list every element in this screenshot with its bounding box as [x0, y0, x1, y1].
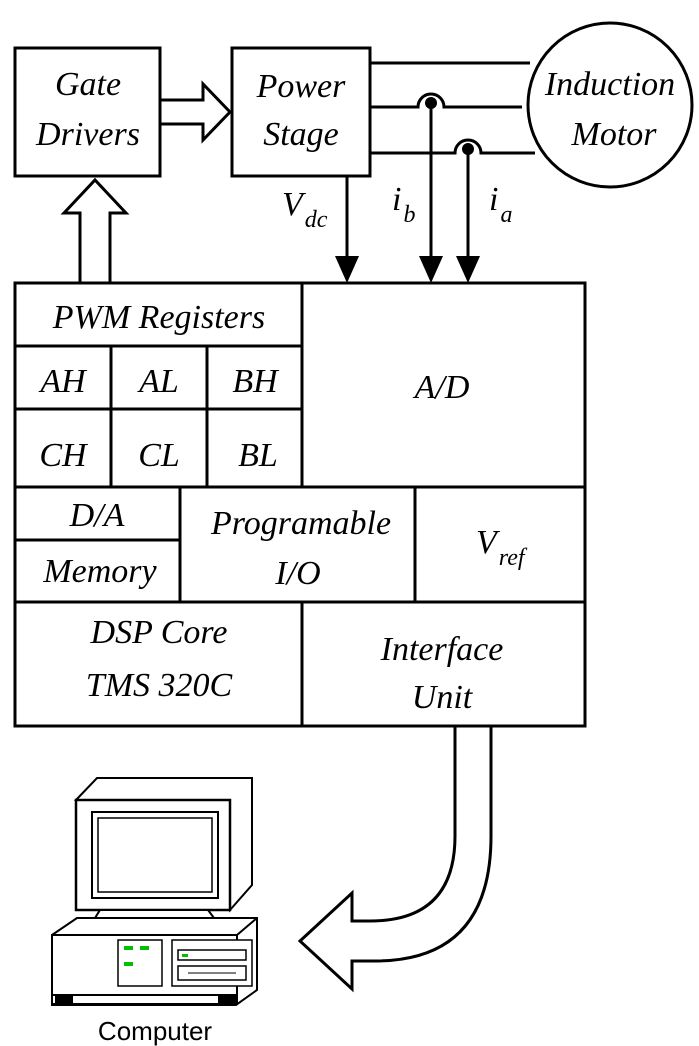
- power-stage-label-line1: Power: [256, 68, 347, 105]
- induction-motor-label-line2: Motor: [571, 116, 658, 153]
- ia-label: ia: [489, 181, 512, 228]
- dsp-core-label-line1: DSP Core: [90, 614, 228, 651]
- gate-drivers-label-line2: Drivers: [35, 116, 140, 153]
- pwm-to-gate-arrow: [60, 177, 130, 283]
- pwm-registers-label: PWM Registers: [52, 299, 265, 336]
- vdc-signal-arrow: [335, 176, 359, 283]
- memory-label: Memory: [42, 553, 157, 590]
- induction-motor-block: Induction Motor: [526, 21, 694, 189]
- led-green-3: [124, 962, 133, 966]
- ia-signal-arrow: [456, 149, 480, 283]
- register-cl: CL: [138, 437, 180, 474]
- register-bh: BH: [232, 363, 280, 400]
- register-ah: AH: [38, 363, 88, 400]
- ad-converter-label: A/D: [413, 369, 470, 406]
- dsp-board: [13, 281, 587, 728]
- da-converter-label: D/A: [69, 497, 125, 534]
- dsp-core-label-line2: TMS 320C: [86, 667, 233, 704]
- led-green-2: [140, 946, 149, 950]
- register-bl: BL: [238, 437, 278, 474]
- computer-icon: [51, 777, 258, 1006]
- ib-signal-arrow: [419, 103, 443, 283]
- led-green-1: [124, 946, 133, 950]
- programable-io-label-line2: I/O: [274, 555, 320, 592]
- power-stage-label-line2: Stage: [263, 116, 339, 153]
- power-stage-block: Power Stage: [230, 46, 372, 178]
- gate-to-power-arrow: [160, 80, 233, 144]
- computer-label: Computer: [98, 1016, 212, 1046]
- induction-motor-label-line1: Induction: [544, 66, 675, 103]
- power-lines: [370, 61, 535, 155]
- register-ch: CH: [39, 437, 89, 474]
- gate-drivers-label-line1: Gate: [55, 66, 121, 103]
- gate-drivers-block: Gate Drivers: [13, 46, 162, 178]
- programable-io-label-line1: Programable: [210, 505, 391, 542]
- register-al: AL: [137, 363, 179, 400]
- vdc-label: Vdc: [282, 186, 328, 233]
- interface-unit-label-line2: Unit: [412, 679, 474, 716]
- interface-to-computer-arrow: [297, 726, 493, 993]
- interface-unit-label-line1: Interface: [380, 631, 504, 668]
- ib-label: ib: [392, 181, 415, 228]
